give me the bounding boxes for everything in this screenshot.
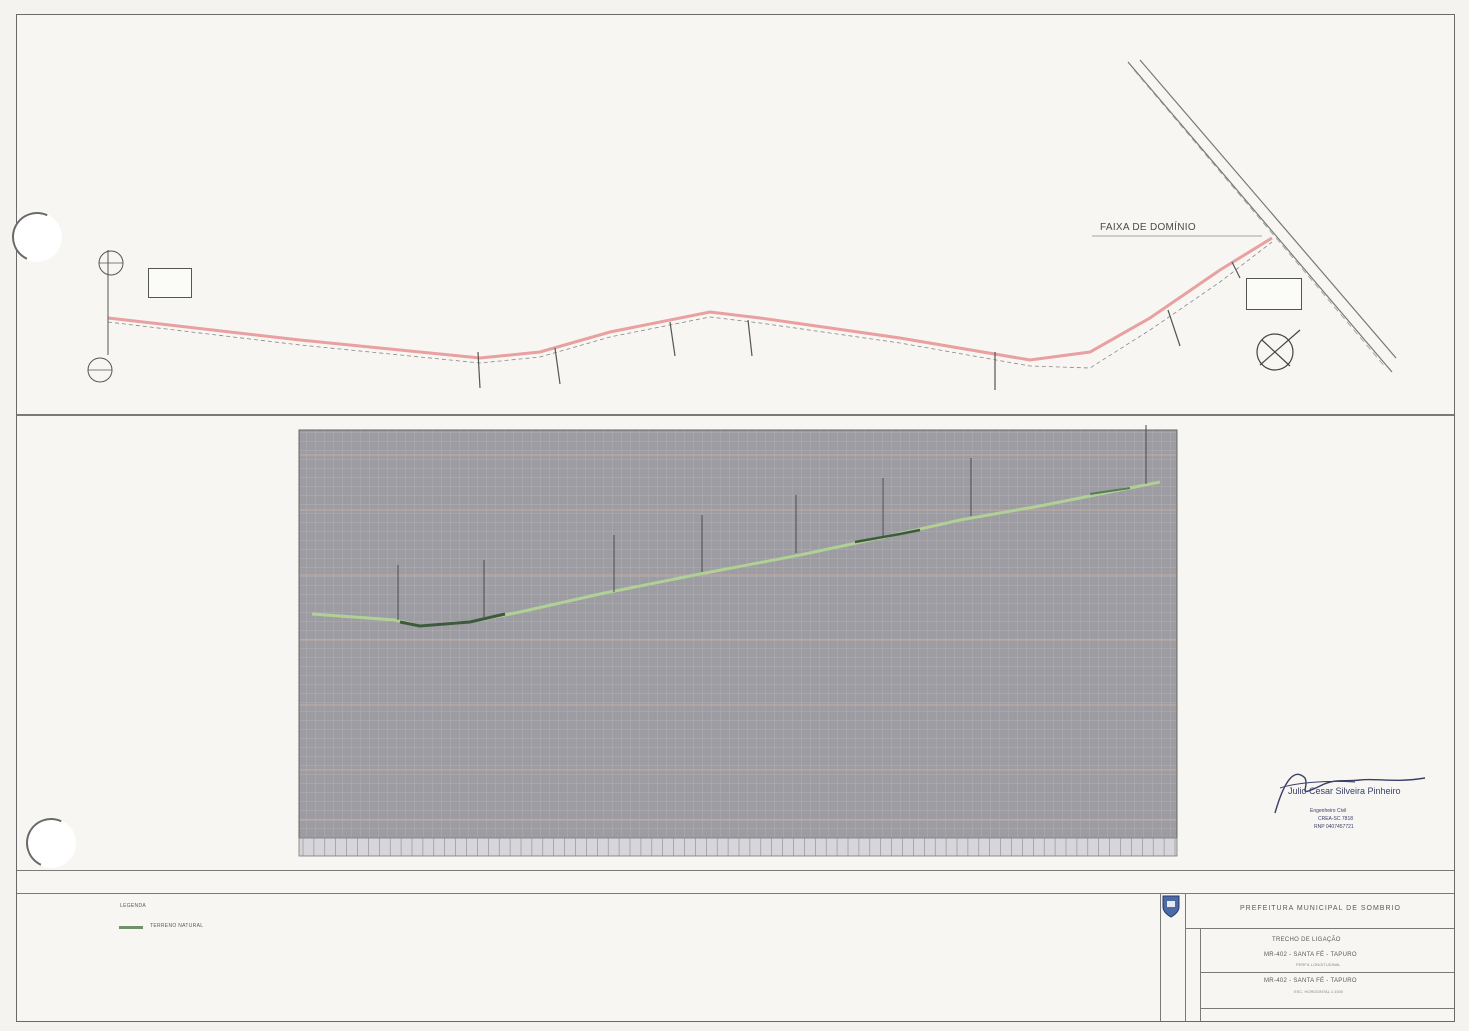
project-title: TRECHO DE LIGAÇÃO [1272,937,1341,943]
route-alignment [107,236,1273,362]
legend-divider-top [17,870,1454,871]
legend-swatch [119,926,143,929]
engineer-crea: CREA-SC 7818 [1318,816,1354,822]
plan-profile-divider [17,414,1454,416]
plan-view [87,59,1397,390]
engineer-name: Julio Cesar Silveira Pinheiro [1288,786,1401,796]
title-block-v1 [1185,893,1186,1021]
engineer-signature [1274,773,1426,814]
project-line2: MR-402 - SANTA FÉ - TAPURO [1264,978,1357,984]
title-block-h1 [1185,928,1454,929]
title-block-h2 [1200,972,1454,973]
legend-item-label: TERRENO NATURAL [150,923,204,929]
route-edge [107,241,1273,369]
title-block-divider [1160,893,1161,1021]
engineer-role: Engenheiro Civil [1310,808,1347,814]
station-ticks [477,261,1241,390]
north-arrow [1256,329,1301,371]
engineer-rnp: RNP 0407457721 [1314,824,1354,830]
project-line1-sub: PERFIL LONGITUDINAL [1296,962,1341,967]
legend-title: LEGENDA [120,903,146,909]
legend-divider-bottom [17,893,1454,894]
crossing-road [1127,59,1397,373]
municipal-crest [1162,895,1180,918]
faixa-de-dominio-label: FAIXA DE DOMÍNIO [1100,222,1196,233]
start-note-box [148,268,192,298]
project-line2-sub: ESC. HORIZONTAL 1:1000 [1294,989,1344,994]
end-note-box [1246,278,1302,310]
title-block-h3 [1200,1008,1454,1009]
prefeitura-name: PREFEITURA MUNICIPAL DE SOMBRIO [1240,905,1401,912]
project-line1: MR-402 - SANTA FÉ - TAPURO [1264,952,1357,958]
title-block-v2 [1200,928,1201,1021]
